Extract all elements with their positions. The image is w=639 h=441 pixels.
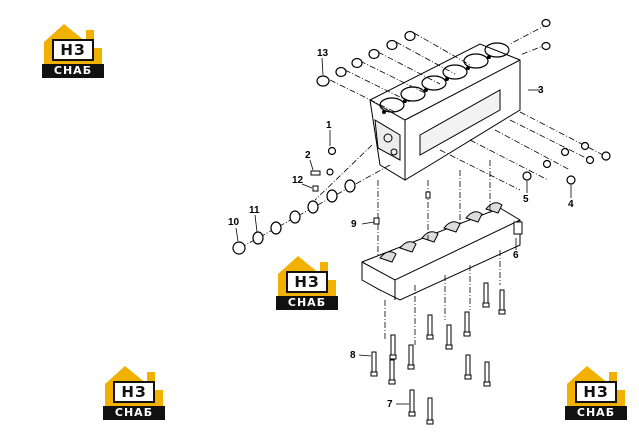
callout-8: 8 <box>350 350 356 361</box>
callout-3: 3 <box>538 85 544 96</box>
logo-text: СНАБ <box>276 296 338 310</box>
callout-2: 2 <box>305 150 311 161</box>
dowel-pins <box>310 170 431 225</box>
callout-10: 10 <box>228 217 240 228</box>
callout-6: 6 <box>513 250 519 261</box>
callout-13: 13 <box>317 48 329 59</box>
callout-11: 11 <box>249 205 260 216</box>
brand-logo: НЗ СНАБ <box>565 364 627 420</box>
callout-leaders <box>235 57 572 405</box>
bedplate <box>361 202 523 301</box>
callout-4: 4 <box>568 199 574 210</box>
plug-seal-set <box>316 18 551 87</box>
logo-mark: НЗ <box>286 271 328 293</box>
cylinder-block <box>369 42 521 181</box>
callout-7: 7 <box>387 399 393 410</box>
callout-1: 1 <box>326 120 332 131</box>
brand-logo: НЗ СНАБ <box>276 254 338 310</box>
brand-logo: НЗ СНАБ <box>103 364 165 420</box>
logo-text: СНАБ <box>565 406 627 420</box>
logo-text: СНАБ <box>42 64 104 78</box>
brand-logo: НЗ СНАБ <box>42 22 104 78</box>
logo-text: СНАБ <box>103 406 165 420</box>
callout-5: 5 <box>523 194 529 205</box>
callout-labels: 13 3 1 2 12 4 5 6 9 10 11 8 7 <box>228 48 574 410</box>
side-plugs <box>522 141 611 185</box>
logo-mark: НЗ <box>52 39 94 61</box>
logo-mark: НЗ <box>575 381 617 403</box>
logo-mark: НЗ <box>113 381 155 403</box>
callout-9: 9 <box>351 219 357 230</box>
camshaft-bushings <box>232 146 356 255</box>
main-bearing-bolts <box>370 282 506 425</box>
callout-12: 12 <box>292 175 304 186</box>
